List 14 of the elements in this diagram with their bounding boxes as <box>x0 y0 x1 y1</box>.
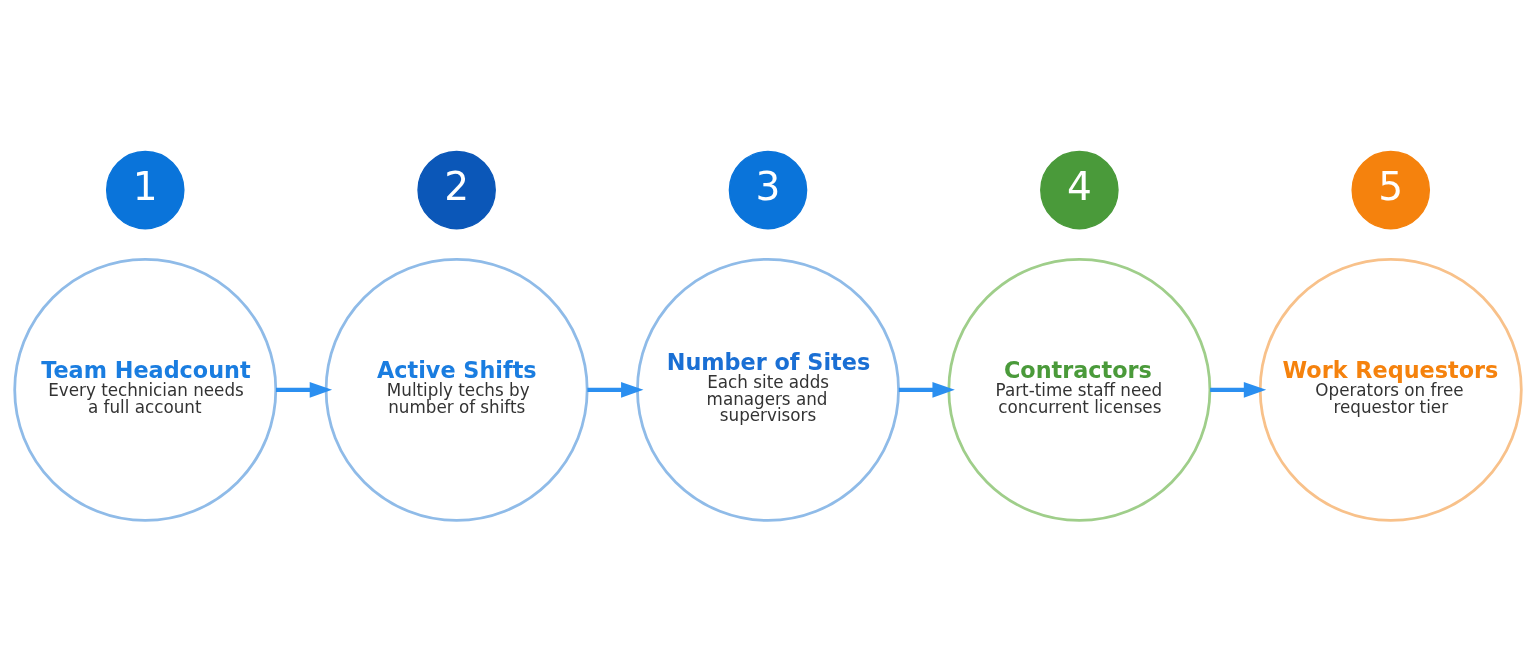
node-circle: Active Shifts Multiply techs by number of shifts <box>324 257 589 522</box>
node-circle: Number of Sites Each site adds managers and supervisors <box>636 257 900 522</box>
arrow <box>898 382 955 398</box>
node-circle: Team Headcount Every technician needs a full account <box>13 257 278 522</box>
arrow <box>1210 382 1267 398</box>
node-circle: 1 <box>105 150 185 230</box>
arrow <box>276 382 333 398</box>
node-circle: 4 <box>1040 150 1119 230</box>
node-circle: Work Requestors Operators on free requestor tier <box>1258 257 1523 522</box>
node-circle: 2 <box>417 150 496 230</box>
node-circle: Contractors Part-time staff need concurrent licenses <box>947 257 1212 522</box>
node-circle: 5 <box>1351 150 1431 230</box>
arrow <box>587 382 644 398</box>
node-circle: 3 <box>728 150 808 230</box>
